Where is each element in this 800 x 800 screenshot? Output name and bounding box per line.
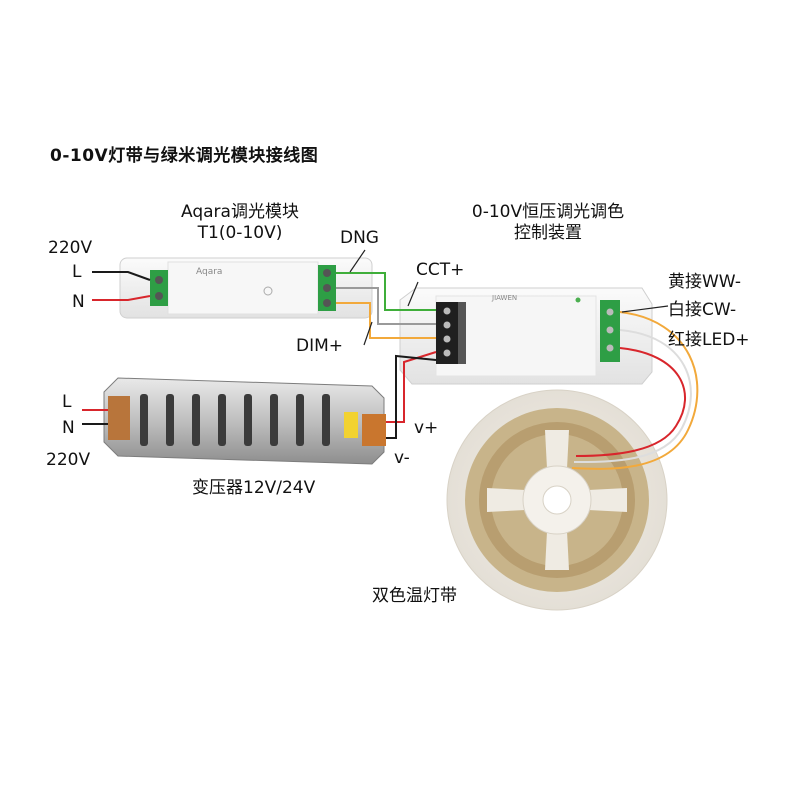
transformer-title: 变压器12V/24V [192, 478, 316, 498]
aqara-input-voltage: 220V [48, 238, 93, 258]
controller-title: 0-10V恒压调光调色 控制装置 [438, 204, 658, 242]
led-strip-title: 双色温灯带 [372, 586, 457, 606]
controller-box: JIAWEN [399, 287, 653, 385]
annotation-leaders [349, 249, 669, 346]
dng-label: DNG [340, 228, 379, 248]
transformer-vents [140, 394, 330, 446]
aqara-module-title: Aqara调光模块 T1(0-10V) [150, 204, 330, 242]
aqara-neutral-label: N [72, 292, 85, 312]
aqara-mains-wires [92, 271, 151, 301]
aqara-input-terminal [150, 270, 168, 306]
wire-ww-label: 黄接WW- [668, 272, 742, 292]
aqara-module: Aqara [119, 257, 373, 319]
controller-input-terminal [436, 302, 458, 364]
dim-plus-label: DIM+ [296, 336, 344, 356]
power-wires [386, 351, 437, 439]
control-wires [336, 272, 436, 339]
transformer-output-terminal [362, 414, 386, 446]
aqara-module-title-line2: T1(0-10V) [197, 223, 283, 243]
status-led [263, 286, 273, 296]
transformer-input-voltage: 220V [46, 450, 91, 470]
led-strip-spool [446, 389, 668, 611]
cct-plus-label: CCT+ [416, 260, 465, 280]
wire-led-plus-label: 红接LED+ [668, 330, 750, 350]
transformer [103, 377, 386, 465]
aqara-brand: Aqara [196, 267, 222, 277]
wire-cw-label: 白接CW- [668, 300, 737, 320]
transformer-input-terminal [108, 396, 130, 440]
v-minus-label: v- [394, 448, 410, 468]
v-plus-label: v+ [414, 418, 439, 438]
page-title: 0-10V灯带与绿米调光模块接线图 [50, 146, 319, 166]
transformer-live-label: L [62, 392, 72, 412]
controller-title-line2: 控制装置 [514, 223, 582, 243]
led-strip-wires [571, 311, 699, 470]
transformer-mains-wires [82, 409, 108, 425]
aqara-live-label: L [72, 262, 82, 282]
controller-title-line1: 0-10V恒压调光调色 [471, 202, 625, 222]
transformer-neutral-label: N [62, 418, 75, 438]
aqara-module-title-line1: Aqara调光模块 [181, 202, 299, 222]
controller-brand: JIAWEN [491, 294, 517, 302]
